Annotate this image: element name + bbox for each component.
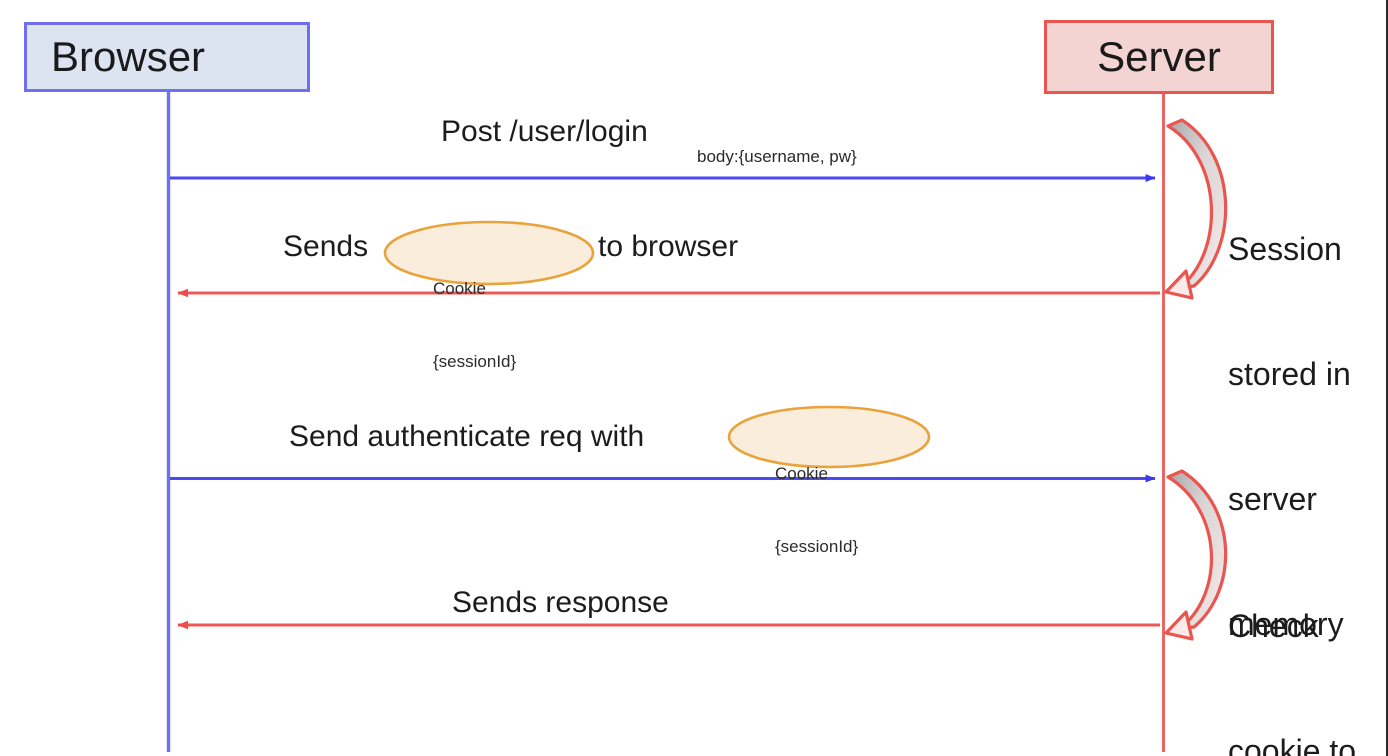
- cookie-badge-2-line1: Cookie: [775, 464, 828, 484]
- actor-box-browser[interactable]: Browser: [24, 22, 310, 92]
- cookie-badge-1: Cookie {sessionId}: [433, 229, 516, 422]
- self-call-arc-store-session: [1164, 118, 1228, 300]
- cookie-badge-ellipse-2: [727, 405, 931, 469]
- note-store-session-line-3: server: [1228, 480, 1317, 517]
- message-sublabel-post-login-body: body:{username, pw}: [697, 147, 857, 166]
- message-label-send-response: Sends response: [452, 586, 669, 619]
- note-store-session-line-2: stored in: [1228, 355, 1351, 392]
- cookie-badge-1-line2: {sessionId}: [433, 351, 517, 371]
- cookie-badge-2: Cookie {sessionId}: [775, 414, 858, 607]
- actor-box-server[interactable]: Server: [1044, 20, 1274, 94]
- message-label-authenticate-req: Send authenticate req with: [289, 420, 645, 453]
- note-check-cookie: Check cookie to get user info from sessi…: [1228, 523, 1356, 756]
- note-store-session-line-4: memory: [1228, 605, 1344, 642]
- note-store-session: Session stored in server memory: [1228, 146, 1351, 728]
- actor-label-browser: Browser: [51, 33, 206, 80]
- self-call-arc-check-cookie: [1164, 469, 1228, 641]
- note-store-session-line-1: Session: [1228, 231, 1342, 268]
- cookie-badge-ellipse-1: [383, 220, 595, 286]
- note-check-cookie-line-2: cookie to: [1228, 732, 1357, 756]
- actor-label-server: Server: [1097, 33, 1221, 80]
- message-label-post-login: Post /user/login: [441, 115, 648, 148]
- cookie-badge-1-line1: Cookie: [433, 279, 486, 299]
- note-check-cookie-line-1: Check: [1228, 608, 1319, 645]
- message-label-send-cookie-after: to browser: [598, 230, 739, 263]
- message-label-send-cookie-before: Sends: [283, 230, 369, 263]
- cookie-badge-2-line2: {sessionId}: [775, 536, 859, 556]
